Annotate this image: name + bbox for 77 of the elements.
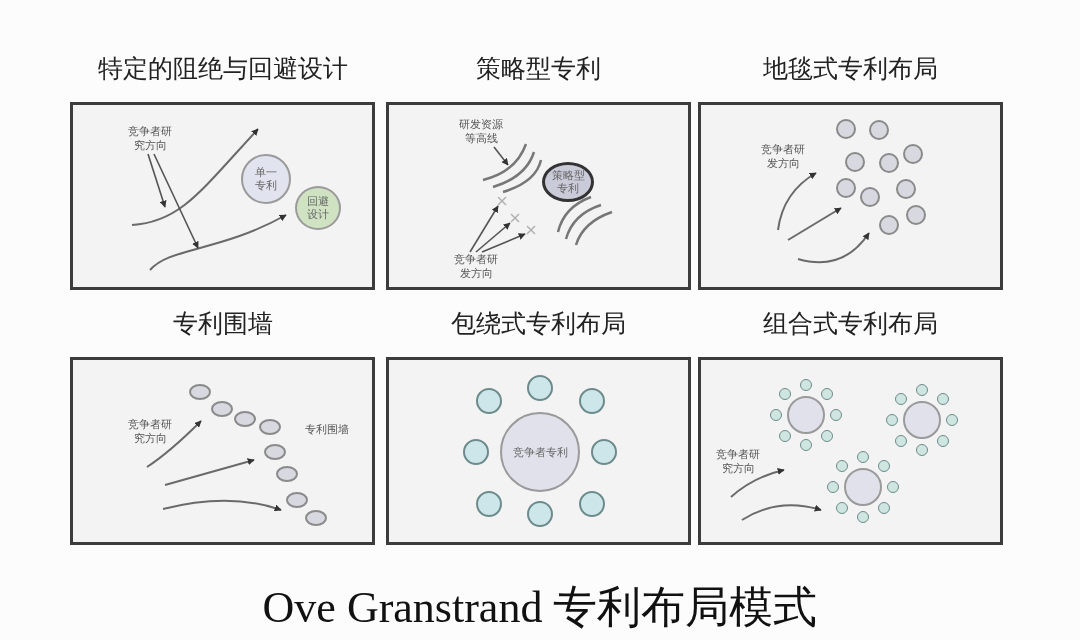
patent-circle: [527, 501, 553, 527]
panel-heading: 组合式专利布局: [762, 308, 939, 340]
panel-heading: 包绕式专利布局: [450, 308, 627, 340]
patent-circle: 单一专利: [241, 154, 291, 204]
annotation-text: 竞争者研究方向: [126, 125, 174, 153]
body-text: 竞争者研究方向: [127, 418, 173, 446]
patent-circle: [579, 388, 605, 414]
body-text: 竞争者研发方向: [760, 143, 806, 171]
patent-circle: [591, 439, 617, 465]
patent-circle: [916, 444, 928, 456]
patent-circle: [264, 444, 286, 460]
patent-circle: [835, 459, 848, 472]
panel-heading: 特定的阻绝与回避设计: [96, 53, 349, 85]
patent-circle: [860, 187, 880, 207]
patent-circle: [879, 153, 899, 173]
body-text: 专利围墙: [304, 423, 350, 437]
patent-circle: [836, 178, 856, 198]
patent-circle: [845, 152, 865, 172]
patent-circle: [276, 466, 298, 482]
patent-circle: [894, 435, 907, 448]
patent-circle: [579, 491, 605, 517]
patent-circle: [476, 491, 502, 517]
patent-circle: [778, 430, 791, 443]
patent-circle: [827, 481, 839, 493]
annotation-text: 竞争者研发方向: [452, 253, 500, 281]
patent-circle: 竞争者专利: [500, 412, 580, 492]
body-text: 竞争者研究方向: [715, 448, 761, 476]
patent-circle: [821, 387, 834, 400]
patent-circle: [844, 468, 882, 506]
patent-circle: [857, 511, 869, 523]
patent-circle: [189, 384, 211, 400]
patent-circle: [879, 215, 899, 235]
patent-circle: 回避设计: [295, 186, 341, 230]
patent-circle: [830, 409, 842, 421]
patent-circle: [878, 502, 891, 515]
patent-circle: [894, 392, 907, 405]
patent-circle: [916, 384, 928, 396]
patent-circle: [937, 392, 950, 405]
leader-arrow: [469, 205, 499, 253]
leader-arrow: [481, 233, 526, 253]
patent-circle: [906, 205, 926, 225]
patent-circle: [821, 430, 834, 443]
patent-circle: [896, 179, 916, 199]
patent-circle: 策略型专利: [542, 162, 594, 202]
title: Ove Granstrand 专利布局模式: [261, 582, 819, 634]
patent-circle: [857, 451, 869, 463]
leader-arrow: [153, 153, 199, 249]
leader-arrow: [493, 146, 509, 166]
patent-circle: [835, 502, 848, 515]
patent-circle: [259, 419, 281, 435]
patent-circle: [903, 401, 941, 439]
patent-circle: [211, 401, 233, 417]
patent-circle: [778, 387, 791, 400]
patent-circle: [234, 411, 256, 427]
patent-circle: [903, 144, 923, 164]
patent-circle: [836, 119, 856, 139]
patent-circle: [887, 481, 899, 493]
panel-heading: 策略型专利: [475, 53, 602, 85]
leader-arrow: [147, 153, 167, 208]
panel-heading: 专利围墙: [171, 308, 274, 340]
patent-circle: [305, 510, 327, 526]
panel-heading: 地毯式专利布局: [762, 53, 939, 85]
patent-circle: [787, 396, 825, 434]
patent-circle: [800, 439, 812, 451]
patent-circle: [800, 379, 812, 391]
patent-circle: [527, 375, 553, 401]
patent-circle: [937, 435, 950, 448]
annotation-text: 研发资源等高线: [457, 118, 505, 146]
patent-circle: [286, 492, 308, 508]
patent-circle: [463, 439, 489, 465]
patent-circle: [886, 414, 898, 426]
leader-arrow: [475, 222, 511, 253]
patent-circle: [878, 459, 891, 472]
patent-circle: [476, 388, 502, 414]
patent-circle: [869, 120, 889, 140]
patent-circle: [770, 409, 782, 421]
patent-circle: [946, 414, 958, 426]
